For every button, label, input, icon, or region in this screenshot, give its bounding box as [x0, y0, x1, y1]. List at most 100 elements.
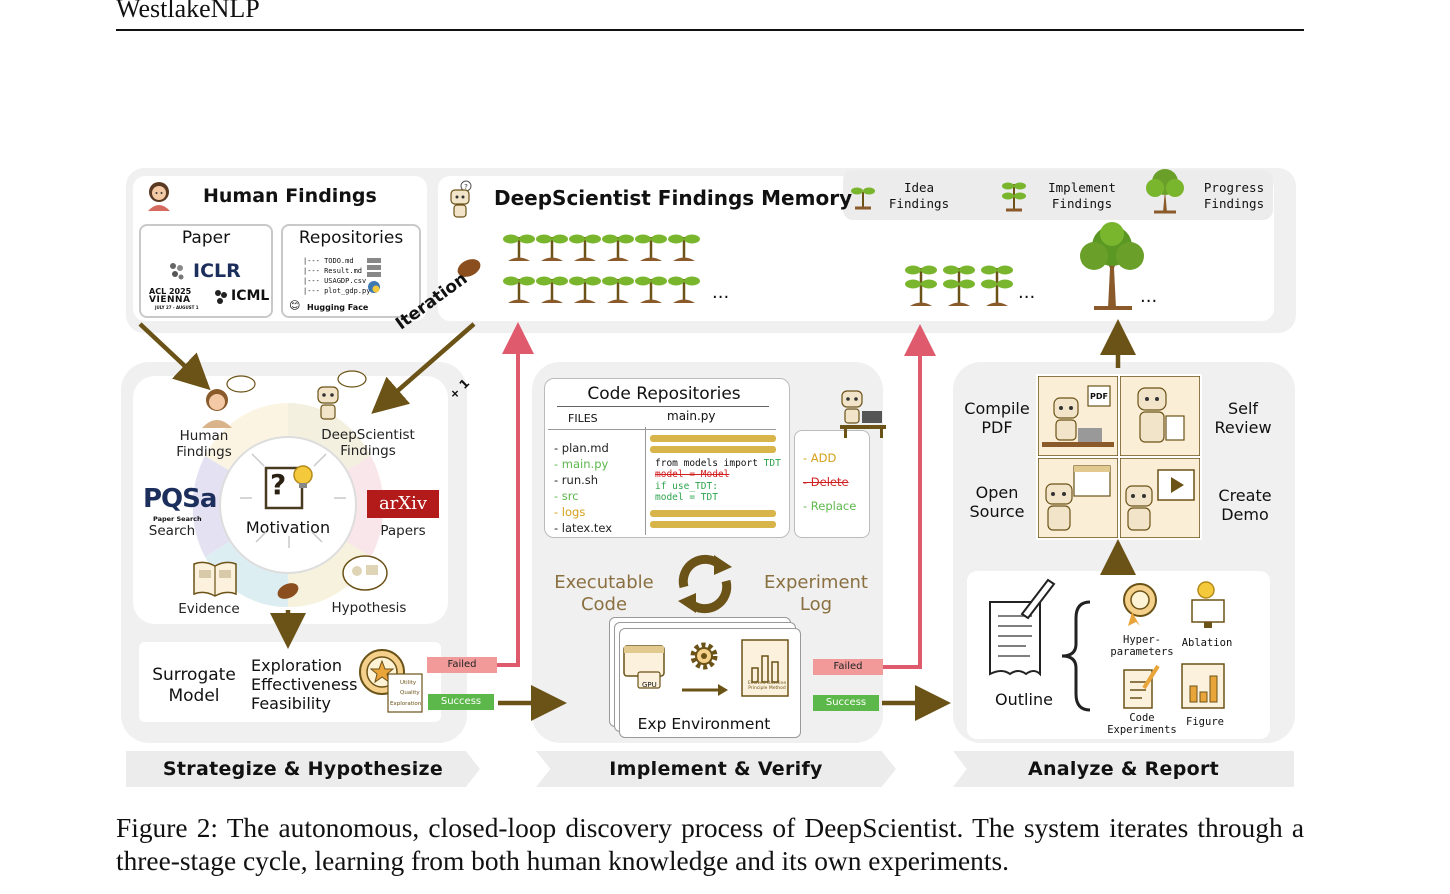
code-bar-2 — [650, 446, 776, 453]
legend-implement-l2: Findings — [1051, 196, 1113, 211]
code-line-1: from models import TDT — [655, 458, 781, 470]
gpu-label: GPU — [642, 681, 657, 689]
implement-success-tag: Success — [813, 695, 879, 711]
woman-thinking-icon — [198, 374, 258, 432]
code-line-4: model = TDT — [655, 492, 718, 503]
robot-self-review-icon — [1119, 375, 1201, 460]
idea-sprout — [668, 234, 700, 261]
figure-caption: Figure 2: The autonomous, closed-loop di… — [116, 813, 1304, 876]
file-item: - logs — [554, 505, 586, 519]
create-demo-l2: Demo — [1221, 505, 1269, 524]
create-demo-l1: Create — [1218, 486, 1272, 505]
svg-text:?: ? — [464, 183, 468, 191]
human-findings-label-l2: Findings — [176, 444, 232, 460]
implement-failed-arrow — [883, 324, 936, 669]
executable-code-l2: Code — [580, 594, 628, 615]
open-source-l1: Open — [975, 483, 1019, 502]
code-line-1-suffix: TDT — [763, 458, 781, 469]
repositories-box: Repositories |--- TODO.md |--- Result.md… — [281, 224, 421, 318]
hugging-face-label: Hugging Face — [307, 303, 369, 312]
progress-ellipsis: ... — [1140, 286, 1158, 307]
search-label: Search — [148, 523, 196, 539]
robot-create-demo-icon — [1119, 457, 1201, 542]
files-header: FILES — [568, 412, 598, 425]
surrogate-label-l1: Surrogate — [152, 665, 236, 685]
icml-logo-icon — [213, 288, 229, 310]
op-replace: - Replace — [803, 499, 857, 513]
star-badge-icon — [356, 646, 424, 718]
legend-idea-l1: Idea — [903, 180, 935, 195]
file-item: - run.sh — [554, 473, 599, 487]
arxiv-logo: arXiv — [367, 490, 439, 518]
code-repo-header-rule — [548, 429, 776, 430]
implement-sprout — [981, 265, 1013, 306]
papers-label: Papers — [380, 523, 426, 539]
code-experiments-l2: Experiments — [1107, 724, 1177, 736]
human-findings-box: Human Findings Paper ICLR ACL 2025 VIENN… — [133, 176, 427, 321]
experiment-log-l2: Log — [799, 594, 833, 615]
criterion-exploration: Exploration — [251, 656, 342, 675]
idea-ellipsis: ... — [712, 282, 730, 303]
idea-sprout — [635, 234, 667, 261]
open-source-l2: Source — [969, 502, 1025, 521]
progress-findings-tree-icon — [1144, 166, 1186, 218]
code-line-1-prefix: from models import — [655, 458, 764, 469]
code-line-3: if use_TDT: — [655, 481, 718, 492]
figure-chart-icon — [1180, 662, 1228, 716]
file-item: - main.py — [554, 457, 609, 471]
human-findings-label-l1: Human — [179, 428, 229, 444]
seed-icon — [454, 256, 484, 284]
hypothesis-icon — [340, 553, 390, 599]
robot-thinking-icon: ? — [446, 180, 476, 224]
legend-implement-l1: Implement — [1048, 180, 1116, 195]
seed-small-icon — [275, 580, 301, 606]
self-review-l2: Review — [1214, 418, 1272, 437]
repo-file-1: |--- TODO.md — [303, 257, 354, 265]
idea-sprout — [635, 276, 667, 303]
icml-logo-text: ICML — [231, 288, 270, 304]
hyperparameters-badge-icon — [1120, 580, 1160, 632]
evidence-book-icon — [190, 556, 240, 604]
strategize-failed-tag: Failed — [427, 657, 497, 673]
iteration-arrow — [371, 322, 476, 414]
arxiv-logo-text: arXiv — [378, 493, 428, 514]
file-item: - plan.md — [554, 441, 609, 455]
progress-tree-icon — [1076, 220, 1148, 316]
hyperparameters-l2: parameters — [1110, 646, 1174, 658]
experiment-log-l1: Experiment — [763, 572, 868, 593]
code-repo-title: Code Repositories — [587, 384, 741, 404]
file-list: - plan.md- main.py- run.sh- src- logs- l… — [554, 440, 612, 536]
compile-pdf-l1: Compile — [964, 399, 1030, 418]
criterion-feasibility: Feasibility — [251, 694, 331, 713]
badge-word-utility: Utility — [400, 680, 417, 686]
robot-compile-pdf-icon — [1037, 375, 1119, 460]
question-glyph: ? — [270, 468, 287, 501]
hyperparameters-l1: Hyper- — [1123, 634, 1161, 646]
implement-ellipsis: ... — [1018, 282, 1036, 303]
idea-sprout — [602, 276, 634, 303]
legend-progress-l1: Progress — [1203, 180, 1265, 195]
pdf-tag: PDF — [1090, 392, 1108, 401]
outline-label: Outline — [995, 690, 1053, 709]
repositories-label: Repositories — [298, 228, 404, 248]
executable-code-l1: Executable — [554, 572, 654, 593]
compile-pdf-l2: PDF — [981, 418, 1013, 437]
strategize-failed-arrow — [497, 322, 534, 667]
outline-document-icon — [986, 578, 1062, 686]
human-to-wheel-arrow — [138, 322, 211, 391]
exp-environment-label: Exp Environment — [637, 715, 771, 733]
running-header: WestlakeNLP — [116, 0, 260, 23]
memory-title: DeepScientist Findings Memory — [494, 186, 853, 210]
acl-dates: JULY 27 - AUGUST 1 — [155, 305, 199, 310]
implement-banner: Implement & Verify — [536, 751, 896, 787]
ablation-bulb-icon — [1186, 580, 1230, 636]
idea-sprout — [602, 234, 634, 261]
acl-city: VIENNA — [149, 295, 191, 305]
code-bar-4 — [650, 521, 776, 528]
implement-findings-sprout-icon — [1000, 176, 1028, 216]
gpu-window-icon — [622, 644, 668, 694]
robot-laptop-icon — [836, 387, 888, 443]
file-item: - src — [554, 489, 579, 503]
deepscientist-findings-label-l1: DeepScientist — [321, 427, 415, 443]
